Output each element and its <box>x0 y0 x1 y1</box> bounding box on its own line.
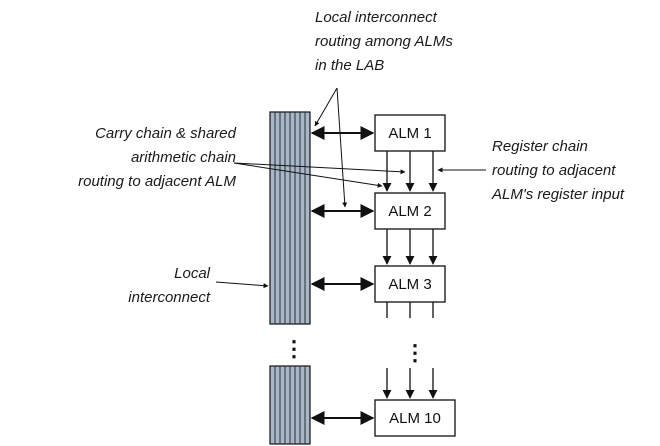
local-interconnect-bus-top <box>269 111 311 325</box>
leader-lines <box>215 87 486 289</box>
annotation-local-interconnect: Local interconnect <box>128 265 211 306</box>
register-chain-line1: Register chain <box>492 138 588 155</box>
alm-ellipsis: ⋮ <box>404 340 426 365</box>
local-routing-line3: in the LAB <box>315 57 384 74</box>
carry-chain-line3: routing to adjacent ALM <box>78 173 236 190</box>
alm-2-label: ALM 2 <box>388 203 431 220</box>
alm-10: ALM 10 <box>374 399 456 437</box>
carry-chain-line2: arithmetic chain <box>131 149 236 166</box>
carry-chain-line1: Carry chain & shared <box>95 125 237 142</box>
chain-arrows-into-alm10 <box>382 368 438 399</box>
alm-10-label: ALM 10 <box>389 410 441 427</box>
alm-2: ALM 2 <box>374 192 446 230</box>
bus-ellipsis: ⋮ <box>283 336 305 361</box>
alm-1-label: ALM 1 <box>388 125 431 142</box>
local-routing-line1: Local interconnect <box>315 9 438 26</box>
annotation-local-routing: Local interconnect routing among ALMs in… <box>315 9 453 74</box>
local-routing-line2: routing among ALMs <box>315 33 453 50</box>
annotation-carry-chain: Carry chain & shared arithmetic chain ro… <box>78 125 237 190</box>
bus-alm-links <box>310 126 375 425</box>
local-interconnect-line2: interconnect <box>128 289 211 306</box>
alm-3: ALM 3 <box>374 265 446 303</box>
alm3-output-ticks <box>386 302 434 318</box>
register-chain-line2: routing to adjacent <box>492 162 616 179</box>
annotation-register-chain: Register chain routing to adjacent ALM's… <box>491 138 625 203</box>
chain-arrows-2-3 <box>382 229 438 265</box>
register-chain-line3: ALM's register input <box>491 186 625 203</box>
local-interconnect-bus-bottom <box>269 365 311 445</box>
local-interconnect-line1: Local <box>174 265 211 282</box>
alm-1: ALM 1 <box>374 114 446 152</box>
alm-3-label: ALM 3 <box>388 276 431 293</box>
